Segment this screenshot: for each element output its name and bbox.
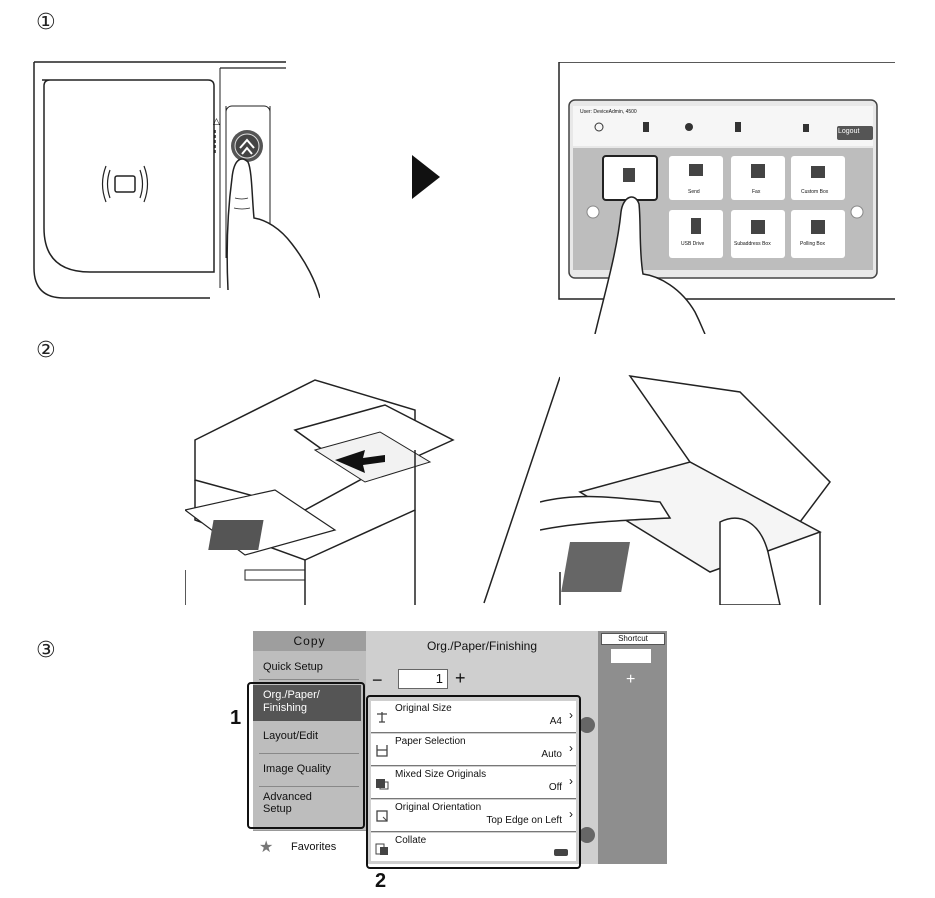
setting-label: Paper Selection <box>395 736 466 747</box>
callout-number-2: 2 <box>375 870 387 892</box>
add-shortcut-button[interactable]: + <box>626 671 636 688</box>
scroll-down-icon[interactable] <box>579 827 595 843</box>
step-2-number: ② <box>36 338 56 363</box>
toggle-icon[interactable] <box>554 849 568 856</box>
setting-row-original-size[interactable]: Original Size A4 › <box>371 701 576 733</box>
sidebar-item-image-quality[interactable]: Image Quality <box>263 763 331 775</box>
shortcut-panel: Shortcut + <box>598 631 667 864</box>
setting-label: Original Orientation <box>395 802 482 813</box>
nfc-icon <box>101 165 149 203</box>
sidebar-divider <box>259 786 359 787</box>
copy-screen: Copy Quick Setup Org./Paper/ Finishing L… <box>253 631 667 865</box>
tile-usb-drive[interactable]: USB Drive <box>681 241 705 247</box>
logout-button[interactable]: Logout <box>838 128 860 135</box>
sidebar-item-quick-setup[interactable]: Quick Setup <box>263 661 323 673</box>
home-key-icon[interactable] <box>231 130 263 162</box>
setting-row-collate[interactable]: Collate <box>371 833 576 861</box>
mixed-size-icon <box>376 779 389 790</box>
chevron-right-icon: › <box>569 807 573 821</box>
callout-box-1 <box>247 682 365 829</box>
svg-text:△: △ <box>213 117 220 127</box>
callout-number-1: 1 <box>230 707 242 729</box>
callout-box-2 <box>366 695 581 869</box>
copy-sidebar-title: Copy <box>253 631 366 651</box>
shortcut-label: Shortcut <box>601 633 665 645</box>
tile-custom-box[interactable]: Custom Box <box>801 189 829 195</box>
setting-value: Auto <box>541 749 562 760</box>
shortcut-item-button[interactable] <box>611 649 651 663</box>
setting-label: Mixed Size Originals <box>395 769 487 780</box>
document-processor-illustration <box>185 379 455 605</box>
copy-sidebar: Copy Quick Setup Org./Paper/ Finishing L… <box>253 631 366 865</box>
star-icon: ★ <box>259 839 274 856</box>
chevron-right-icon: › <box>569 774 573 788</box>
favorites-button[interactable]: ★ Favorites <box>253 830 366 865</box>
paper-selection-icon <box>376 745 388 757</box>
setting-label: Original Size <box>395 703 452 714</box>
copy-main-panel: Org./Paper/Finishing − 1 + Original Size… <box>366 631 598 864</box>
chevron-right-icon: › <box>569 741 573 755</box>
setting-row-mixed-size-originals[interactable]: Mixed Size Originals Off › <box>371 767 576 799</box>
step-3-number: ③ <box>36 638 56 663</box>
collate-icon <box>375 843 388 855</box>
quantity-minus-button[interactable]: − <box>372 670 383 690</box>
sidebar-item-org-paper-finishing[interactable]: Org./Paper/ Finishing <box>253 685 361 721</box>
next-arrow-icon <box>412 155 440 199</box>
page-title: Org./Paper/Finishing <box>426 639 538 653</box>
sidebar-item-advanced-setup[interactable]: Advanced Setup <box>263 791 312 815</box>
favorites-label: Favorites <box>291 841 337 853</box>
sidebar-divider <box>259 679 359 680</box>
orientation-icon <box>376 810 388 822</box>
divider-line <box>483 376 560 604</box>
home-screen-illustration <box>558 62 895 334</box>
sidebar-item-layout-edit[interactable]: Layout/Edit <box>263 730 319 742</box>
home-user-label: User: DeviceAdmin, 4500 <box>580 109 637 115</box>
chevron-right-icon: › <box>569 708 573 722</box>
setting-value: Off <box>548 782 562 793</box>
tile-subaddress-box[interactable]: Subaddress Box <box>734 241 771 247</box>
setting-row-original-orientation[interactable]: Original Orientation Top Edge on Left › <box>371 800 576 832</box>
setting-value: Top Edge on Left <box>486 815 562 826</box>
scroll-up-icon[interactable] <box>579 717 595 733</box>
operation-panel-illustration: △ <box>33 61 320 299</box>
setting-value: A4 <box>549 716 562 727</box>
platen-illustration <box>540 375 831 605</box>
tile-send[interactable]: Send <box>688 189 700 195</box>
tile-fax[interactable]: Fax <box>752 189 761 195</box>
setting-label: Collate <box>395 835 427 846</box>
step-1-number: ① <box>36 10 56 35</box>
tile-polling-box[interactable]: Polling Box <box>800 241 826 247</box>
sidebar-divider <box>259 753 359 754</box>
setting-row-paper-selection[interactable]: Paper Selection Auto › <box>371 734 576 766</box>
quantity-field[interactable]: 1 <box>398 669 448 689</box>
quantity-plus-button[interactable]: + <box>455 668 466 688</box>
original-size-icon <box>377 712 387 723</box>
